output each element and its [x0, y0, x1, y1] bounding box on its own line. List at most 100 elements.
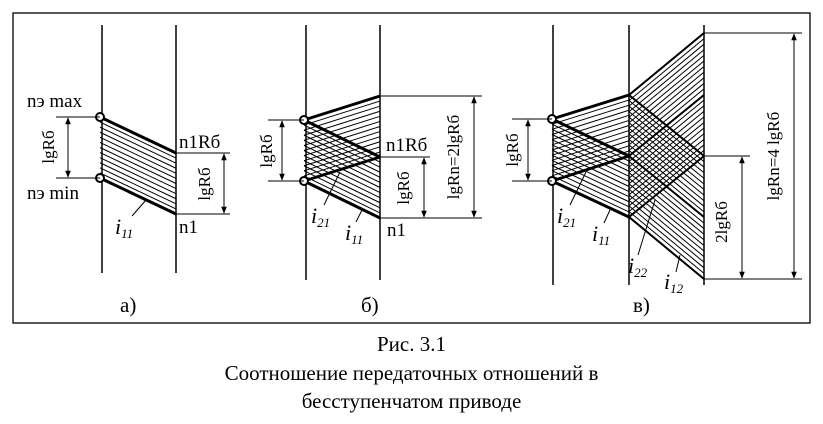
hatch-line: [628, 150, 705, 213]
ratio-label: i11: [345, 220, 363, 247]
ratio-edge: [551, 154, 630, 183]
hatch-line: [628, 100, 705, 162]
caption-figure-number: Рис. 3.1: [377, 332, 446, 356]
hatch-line: [551, 99, 630, 125]
ratio-edge: [303, 94, 381, 122]
hatch-line: [628, 211, 705, 274]
hatch-line: [628, 111, 705, 174]
leader-line: [355, 209, 363, 223]
figure-frame: [12, 12, 811, 324]
hatch-line: [99, 136, 177, 174]
hatch-line: [99, 126, 177, 164]
hatch-line: [303, 160, 381, 199]
nmax-label: nэ max: [27, 91, 83, 112]
hatch-line: [628, 188, 705, 252]
hatch-line: [303, 100, 381, 126]
ratio-label: i22: [628, 253, 648, 280]
leader-line: [131, 199, 147, 217]
hatch-line: [628, 172, 705, 235]
ratio-edge: [551, 93, 630, 121]
ratio-label: i11: [115, 214, 133, 241]
ratio-edge: [303, 118, 381, 159]
leader-line: [323, 171, 341, 206]
hatch-line: [99, 121, 177, 159]
hatch-line: [303, 175, 381, 214]
ratio-label: i12: [664, 269, 684, 296]
hatch-line: [303, 144, 381, 183]
hatch-line: [628, 166, 705, 230]
hatch-line: [628, 194, 705, 258]
hatch-line: [99, 141, 177, 179]
hatch-line: [628, 133, 705, 196]
hatch-line: [628, 127, 705, 190]
hatch-line: [628, 177, 705, 241]
ratio-edge: [551, 117, 630, 158]
leader-line: [569, 171, 587, 206]
total-range-label: lgRn=4 lgRб: [764, 112, 783, 201]
hatch-line: [303, 165, 381, 204]
ratio-label: i11: [592, 221, 610, 248]
hatch-line: [99, 162, 177, 200]
hatch-line: [551, 175, 630, 213]
leader-line: [603, 209, 611, 224]
total-range-label: lgRn=2lgRб: [444, 115, 463, 199]
hatch-line: [551, 134, 630, 172]
hatch-line: [628, 60, 705, 124]
range-label: lgRб: [394, 171, 413, 204]
n1-label: n1: [179, 217, 198, 238]
hatch-line: [99, 157, 177, 195]
n1-rb-label: n1Rб: [179, 132, 220, 153]
hatch-line: [628, 49, 705, 113]
hatch-line: [628, 54, 705, 118]
ratio-edge: [628, 155, 705, 218]
ratio-edge: [551, 179, 630, 219]
caption-title-line2: бесступенчатом приводе: [301, 389, 522, 413]
hatch-line: [303, 124, 381, 163]
hatch-line: [628, 144, 705, 207]
range-label: lgRб: [39, 130, 58, 163]
hatch-line: [99, 167, 177, 205]
ratio-upper-edge: [99, 115, 177, 155]
panel-a: nэ max nэ min lgRб n1Rб lgRб n1 i11 а): [27, 25, 230, 317]
hatch-line: [628, 161, 705, 224]
hatch-line: [551, 139, 630, 177]
hatch-line: [551, 123, 630, 162]
hatch-line: [551, 144, 630, 182]
hatch-line: [628, 105, 705, 168]
leader-line: [637, 199, 656, 256]
hatch-line: [628, 138, 705, 202]
ratio-lower-edge: [99, 176, 177, 216]
range-label: lgRб: [195, 167, 214, 200]
mid-range-label: 2lgRб: [712, 201, 731, 243]
hatch-line: [628, 199, 705, 263]
ratio-edge: [303, 155, 381, 183]
hatch-line: [628, 66, 705, 129]
hatch-line: [303, 134, 381, 173]
hatch-line: [551, 165, 630, 203]
hatch-line: [551, 159, 630, 198]
n1-rb-label: n1Rб: [386, 135, 427, 156]
hatch-line: [628, 205, 705, 269]
hatch-line: [303, 155, 381, 194]
nmin-label: nэ min: [27, 183, 79, 204]
panel-label-a: а): [120, 293, 136, 317]
hatch-line: [628, 122, 705, 185]
hatch-line: [628, 77, 705, 140]
ratio-edge: [303, 179, 381, 220]
hatch-line: [99, 172, 177, 210]
hatch-line: [628, 71, 705, 135]
panel-label-v: в): [633, 293, 650, 317]
panel-label-b: б): [361, 293, 379, 317]
range-label: lgRб: [503, 133, 522, 166]
panel-v: lgRб 2lgRб lgRn=4 lgRб i21 i11 i22 i12 в…: [503, 25, 802, 317]
ratio-label: i21: [557, 203, 576, 230]
hatch-line: [628, 38, 705, 101]
leader-line: [675, 254, 681, 273]
ratio-hatch-a: [99, 121, 177, 210]
ratio-edge: [628, 216, 705, 280]
hatch-line: [628, 82, 705, 146]
hatch-line: [99, 131, 177, 169]
hatch-line: [303, 115, 381, 141]
caption-title-line1: Соотношение передаточных отношений в: [224, 361, 599, 385]
